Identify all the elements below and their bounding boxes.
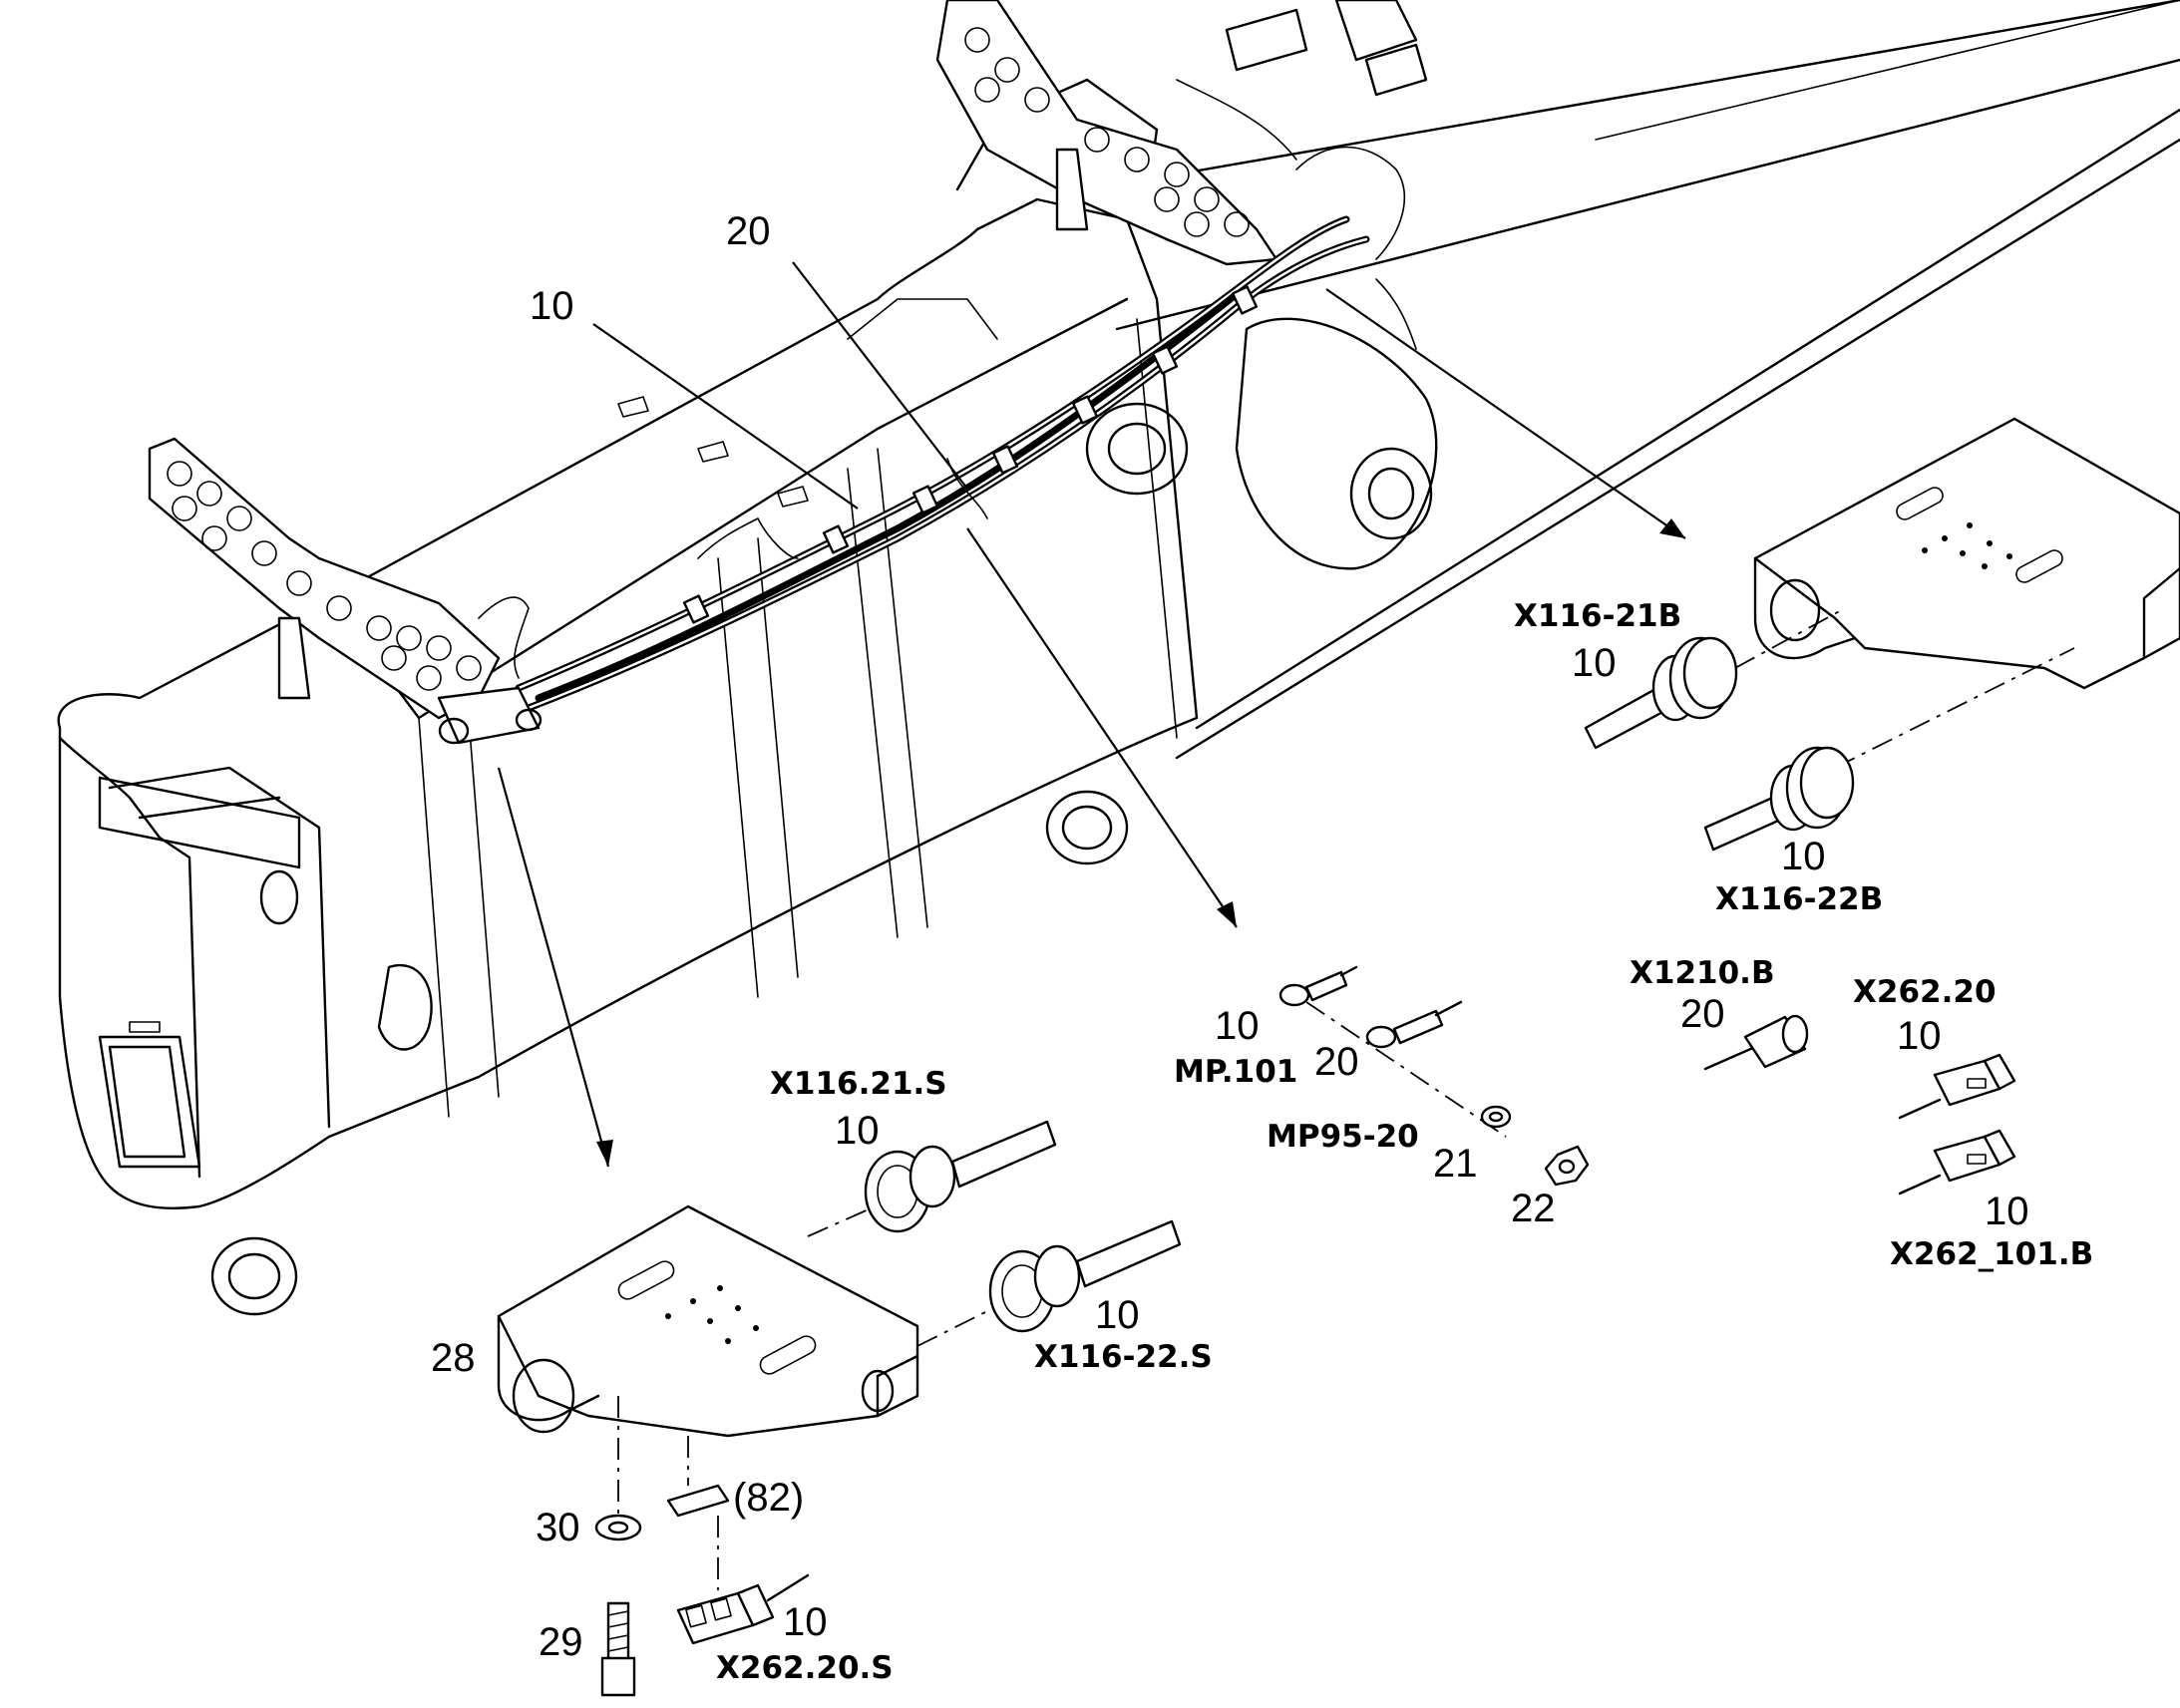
callout-x262-101b-num: 10 — [1985, 1190, 2029, 1233]
ground-eyelets — [1278, 965, 1590, 1187]
callout-28: 28 — [431, 1336, 476, 1380]
label-x1210b: X1210.B — [1630, 955, 1775, 991]
callout-22: 22 — [1511, 1187, 1556, 1230]
callout-labels: 10 20 X116-21B 10 10 X116-22B 10 MP.101 … — [431, 209, 2093, 1686]
label-x262-101b: X262_101.B — [1890, 1236, 2093, 1272]
connector-x116-21s — [807, 1120, 1057, 1237]
callout-10-top: 10 — [530, 284, 574, 328]
callout-x116-21s-num: 10 — [835, 1109, 880, 1153]
perforated-plate-right — [935, 0, 1278, 266]
callout-20-top: 20 — [726, 209, 771, 253]
bracket-28 — [497, 1204, 919, 1438]
upper-components — [1225, 0, 1428, 97]
label-x116-21s: X116.21.S — [770, 1066, 947, 1102]
callout-mp95-num: 20 — [1314, 1040, 1359, 1084]
callout-30: 30 — [536, 1506, 580, 1549]
label-x116-21b: X116-21B — [1514, 598, 1681, 634]
label-mp101: MP.101 — [1174, 1054, 1297, 1090]
callout-x116-22b-num: 10 — [1781, 835, 1826, 878]
callout-x262-20-num: 10 — [1897, 1014, 1942, 1058]
callout-82: (82) — [733, 1476, 804, 1520]
connector-x116-21b — [1584, 607, 1846, 750]
cable-harness — [437, 79, 1417, 745]
label-x116-22s: X116-22.S — [1034, 1339, 1213, 1375]
ferrule-x1210b — [1703, 1014, 1809, 1071]
callout-29: 29 — [539, 1620, 583, 1664]
callout-x1210b-num: 20 — [1680, 992, 1725, 1036]
label-mp95-20: MP95-20 — [1267, 1119, 1419, 1155]
connector-x116-22b — [1703, 647, 2075, 852]
label-x262-20: X262.20 — [1853, 974, 1997, 1010]
connector-x262-101b — [1898, 1129, 2016, 1196]
callout-x116-22s-num: 10 — [1095, 1293, 1140, 1337]
connector-x116-22s — [916, 1219, 1182, 1347]
callout-21: 21 — [1433, 1142, 1478, 1186]
leader-lines — [497, 261, 1686, 1168]
connector-x262-20 — [1898, 1053, 2016, 1120]
callout-mp101-num: 10 — [1215, 1004, 1260, 1048]
fasteners — [594, 1396, 810, 1697]
perforated-plate-left — [148, 437, 501, 720]
label-x116-22b: X116-22B — [1715, 881, 1883, 917]
label-x262-20s: X262.20.S — [716, 1650, 894, 1686]
callout-x116-21b-num: 10 — [1572, 641, 1617, 685]
callout-x262-20s-num: 10 — [783, 1600, 828, 1644]
bracket-right — [1753, 417, 2180, 690]
